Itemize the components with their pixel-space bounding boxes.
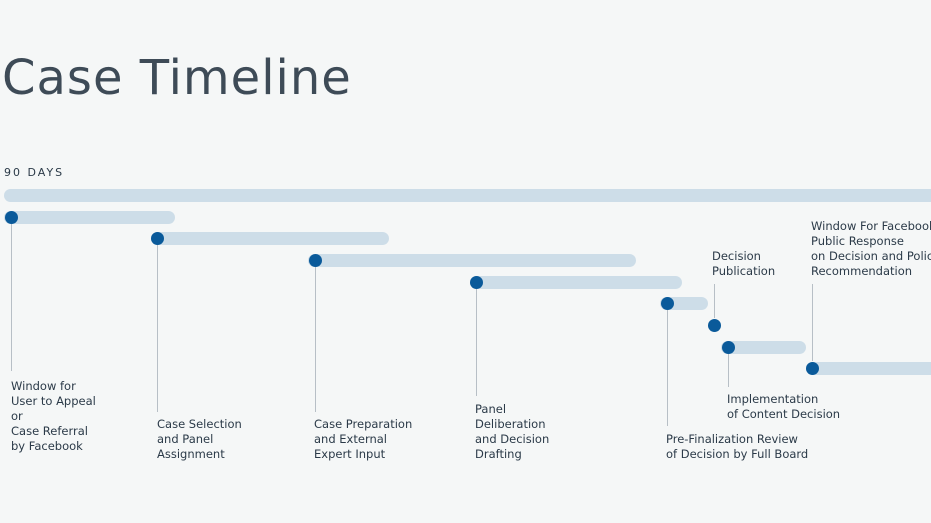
stage-marker-panel-deliberation <box>470 276 483 289</box>
stage-marker-pre-finalization-review <box>661 297 674 310</box>
stage-bar-case-selection <box>151 232 389 245</box>
stage-connector-panel-deliberation <box>476 289 477 396</box>
stage-connector-pre-finalization-review <box>667 310 668 426</box>
stage-marker-case-preparation <box>309 254 322 267</box>
stage-label-panel-deliberation: Panel Deliberation and Decision Drafting <box>475 402 550 461</box>
stage-label-implementation: Implementation of Content Decision <box>727 392 841 421</box>
stage-label-decision-publication: Decision Publication <box>712 249 776 278</box>
stage-label-case-preparation: Case Preparation and External Expert Inp… <box>314 417 413 461</box>
stage-bar-panel-deliberation <box>470 276 682 289</box>
stage-connector-facebook-response-window <box>812 284 813 361</box>
stage-bar-case-preparation <box>308 254 636 267</box>
stage-marker-window-for-appeal <box>5 211 18 224</box>
stage-marker-case-selection <box>151 232 164 245</box>
duration-label: 90 DAYS <box>4 166 65 179</box>
stage-label-facebook-response-window: Window For Facebook Public Response on D… <box>811 219 931 278</box>
stage-bar-facebook-response-window <box>806 362 931 375</box>
stage-label-pre-finalization-review: Pre-Finalization Review of Decision by F… <box>666 432 809 461</box>
stage-label-case-selection: Case Selection and Panel Assignment <box>157 417 242 461</box>
stage-marker-facebook-response-window <box>806 362 819 375</box>
stage-connector-case-selection <box>157 245 158 412</box>
stage-connector-decision-publication <box>714 284 715 318</box>
stage-marker-implementation <box>722 341 735 354</box>
overall-span-bar <box>4 189 931 202</box>
stage-label-window-for-appeal: Window for User to Appeal or Case Referr… <box>11 379 96 453</box>
stage-marker-decision-publication <box>708 319 721 332</box>
stage-bar-implementation <box>721 341 806 354</box>
stage-connector-case-preparation <box>315 267 316 412</box>
stage-connector-implementation <box>728 354 729 387</box>
stage-connector-window-for-appeal <box>11 224 12 371</box>
page-title: Case Timeline <box>2 50 352 106</box>
stage-bar-window-for-appeal <box>4 211 175 224</box>
